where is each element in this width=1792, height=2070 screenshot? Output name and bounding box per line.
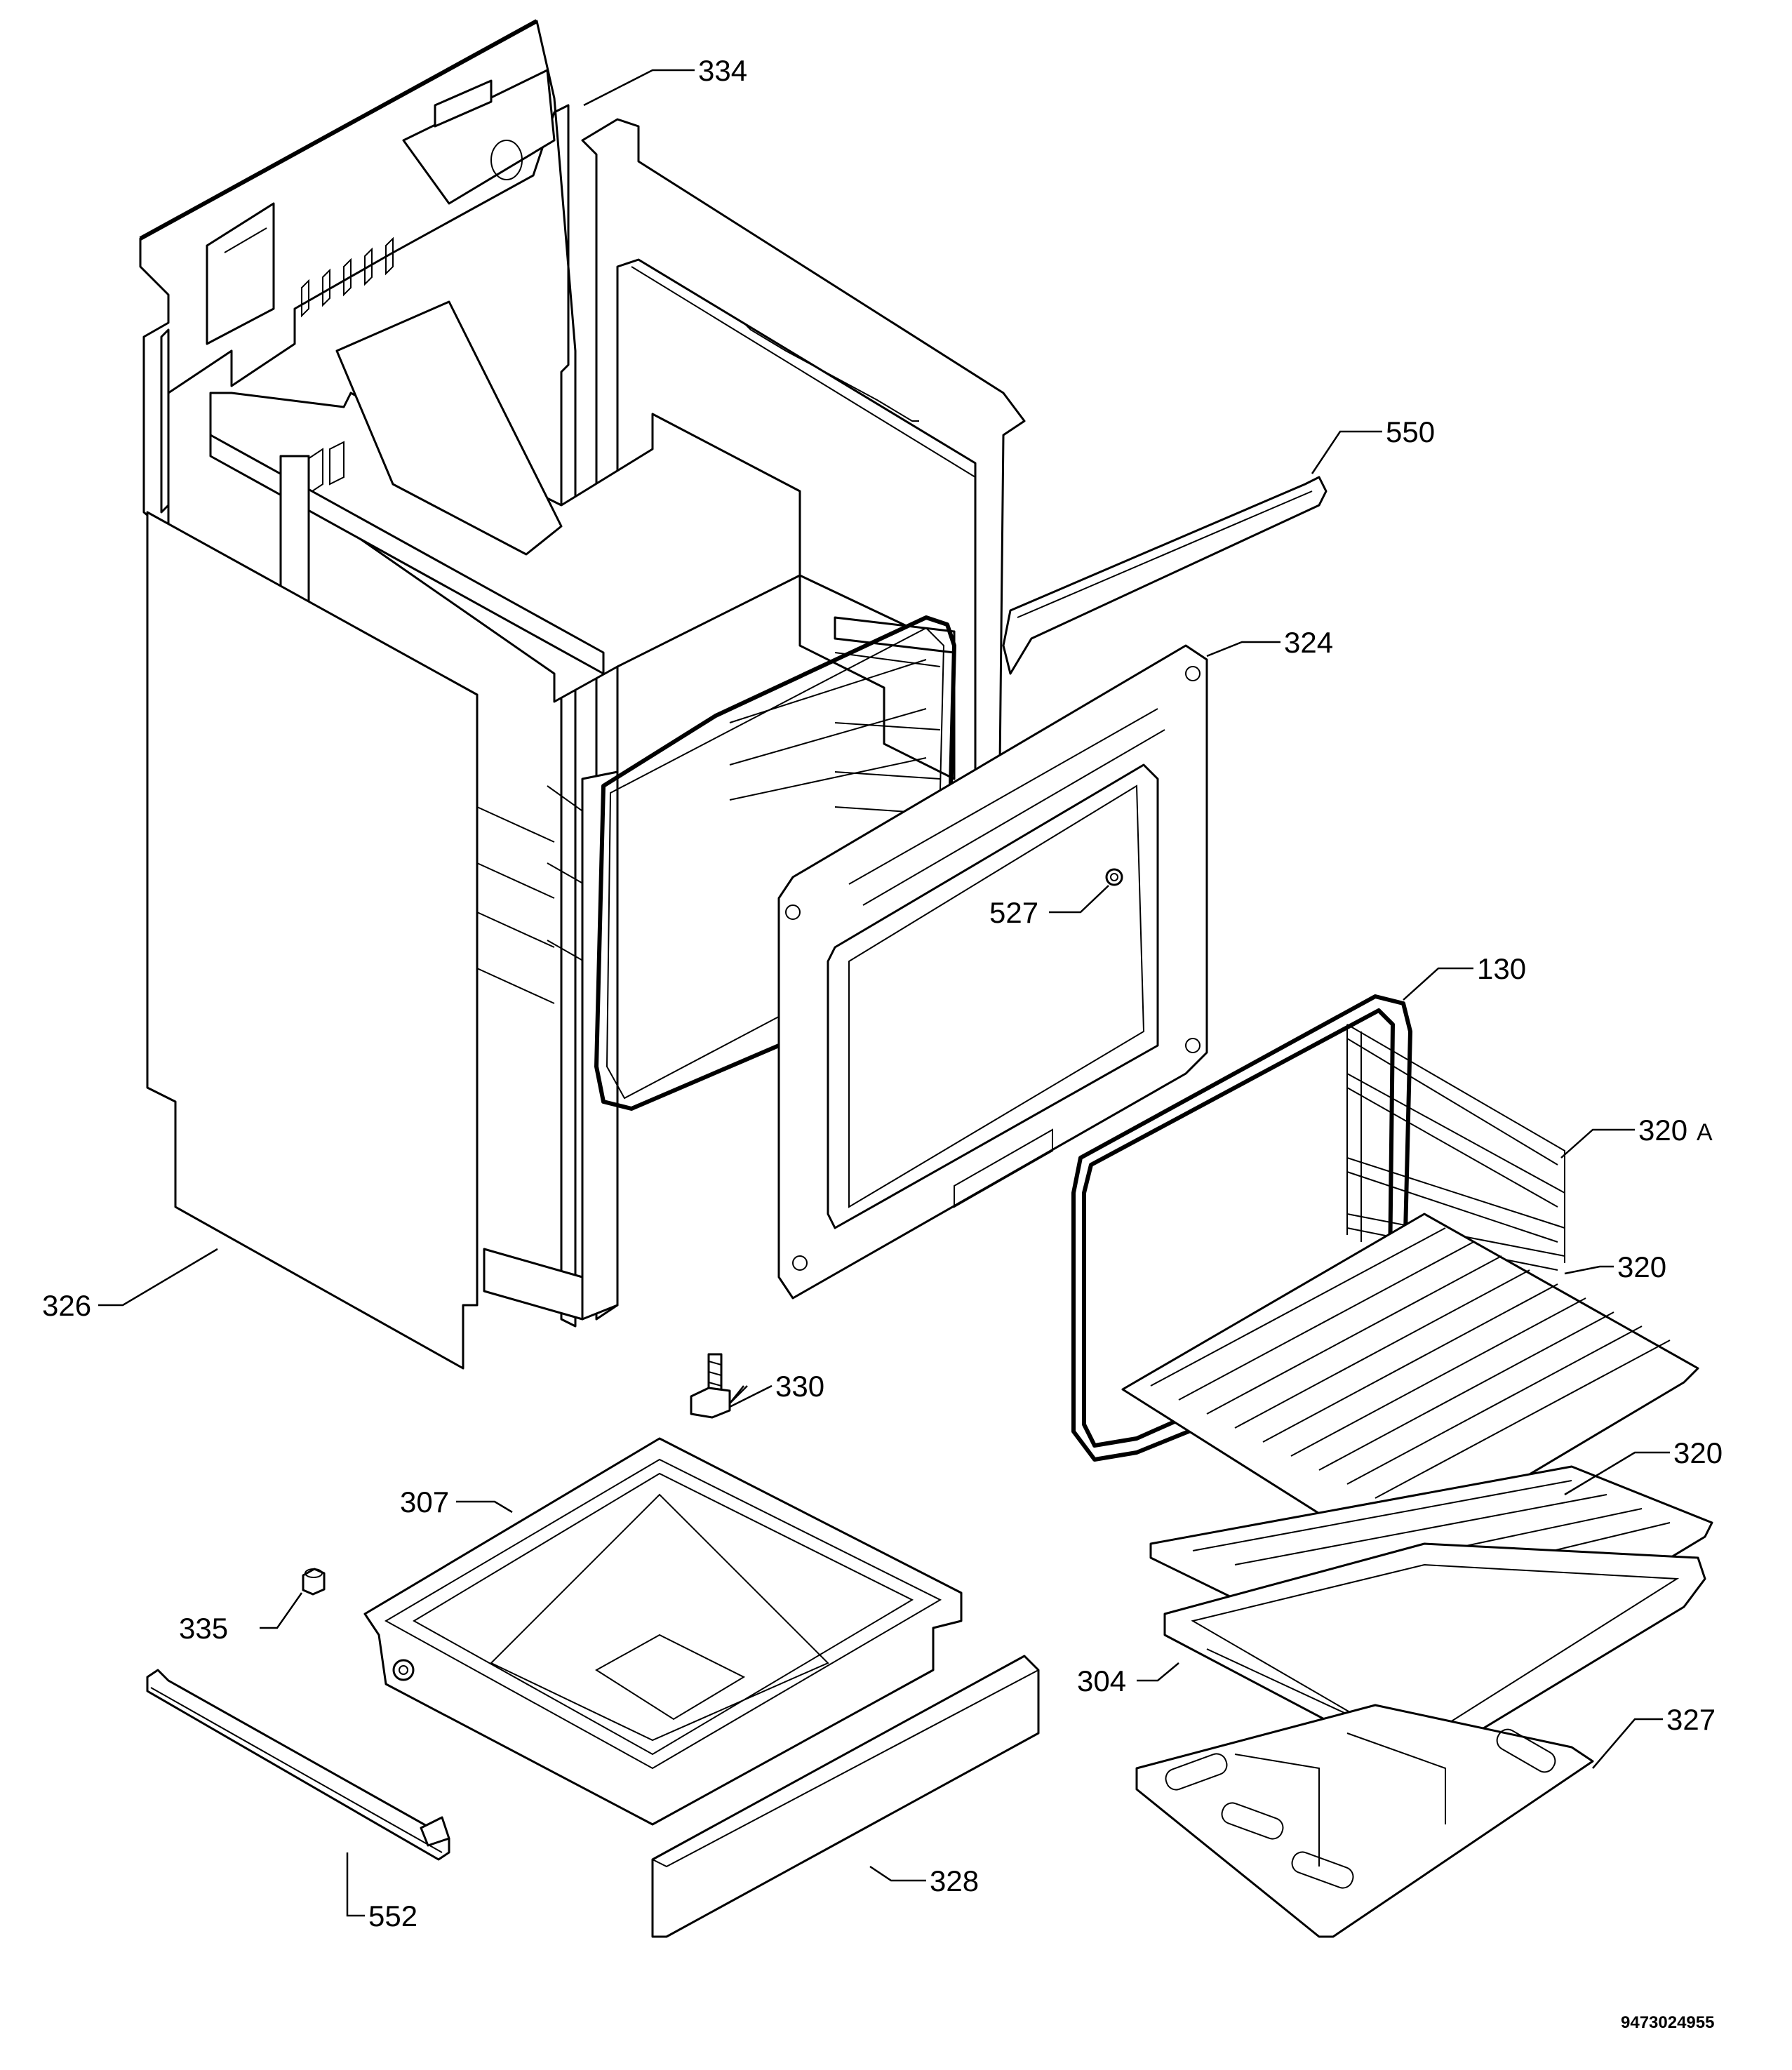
- drawing-number: 9473024955: [1621, 2013, 1714, 2032]
- label-320-lower: 320: [1673, 1436, 1723, 1469]
- side-panel: [146, 511, 479, 1370]
- fastener-335: [302, 1568, 326, 1596]
- label-328: 328: [930, 1864, 979, 1897]
- drawer-box: [363, 1437, 963, 1826]
- label-335: 335: [179, 1612, 228, 1645]
- bolt-330: [690, 1353, 731, 1419]
- label-320a-number: 320: [1638, 1114, 1687, 1147]
- label-552: 552: [368, 1899, 417, 1932]
- label-324: 324: [1284, 626, 1333, 659]
- drawer-rail: [146, 1669, 450, 1861]
- baking-tray: [1163, 1542, 1706, 1770]
- label-334: 334: [698, 54, 747, 87]
- label-330: 330: [775, 1370, 824, 1403]
- oven-cavity: [209, 300, 956, 1321]
- label-527: 527: [989, 896, 1038, 929]
- label-320-upper: 320: [1617, 1250, 1666, 1283]
- screw-527: [1105, 868, 1123, 886]
- label-130: 130: [1477, 952, 1526, 985]
- drawer-front-panel: [651, 1655, 1040, 1938]
- label-304: 304: [1077, 1664, 1126, 1697]
- door-frame: [777, 644, 1208, 1300]
- label-327: 327: [1666, 1703, 1716, 1736]
- base-plate: [1135, 1704, 1594, 1938]
- label-320a-suffix: A: [1697, 1119, 1713, 1146]
- leader-lines: [98, 69, 1670, 1917]
- label-550: 550: [1386, 415, 1435, 448]
- label-307: 307: [400, 1485, 449, 1518]
- label-326: 326: [42, 1289, 91, 1322]
- part-labels: 334 550 324 527 130 320 A 320 326 330 32…: [42, 54, 1723, 2032]
- trim-strip: [1002, 476, 1328, 675]
